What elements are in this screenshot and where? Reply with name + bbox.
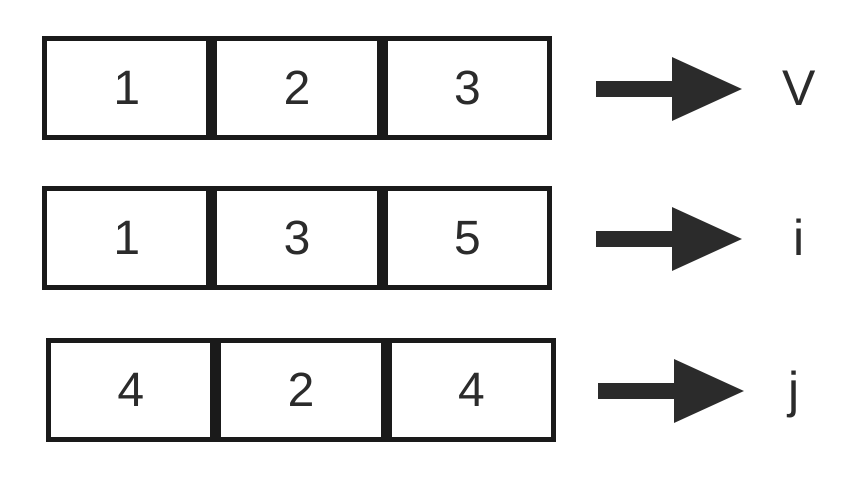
array-cell: 1 [113,61,141,115]
variable-label: j [788,362,800,418]
array-box: 1 2 3 [42,36,552,140]
array-cell: 4 [117,363,145,417]
array-row-v: 1 2 3 V [0,36,864,140]
array-row-i: 1 3 5 i [0,186,864,290]
array-cell: 2 [206,41,376,135]
array-cell: 1 [113,211,141,265]
array-cell: 4 [380,343,551,437]
array-row-j: 4 2 4 j [0,338,864,442]
right-arrow-icon [596,207,742,271]
right-arrow-icon [596,57,742,121]
array-cell: 2 [210,343,380,437]
variable-label: i [793,210,805,266]
variable-label: V [782,60,816,116]
array-box: 1 3 5 [42,186,552,290]
array-box: 4 2 4 [46,338,556,442]
right-arrow-icon [598,359,744,423]
array-cell: 3 [376,41,547,135]
array-cell: 3 [206,191,376,285]
array-cell: 5 [376,191,547,285]
